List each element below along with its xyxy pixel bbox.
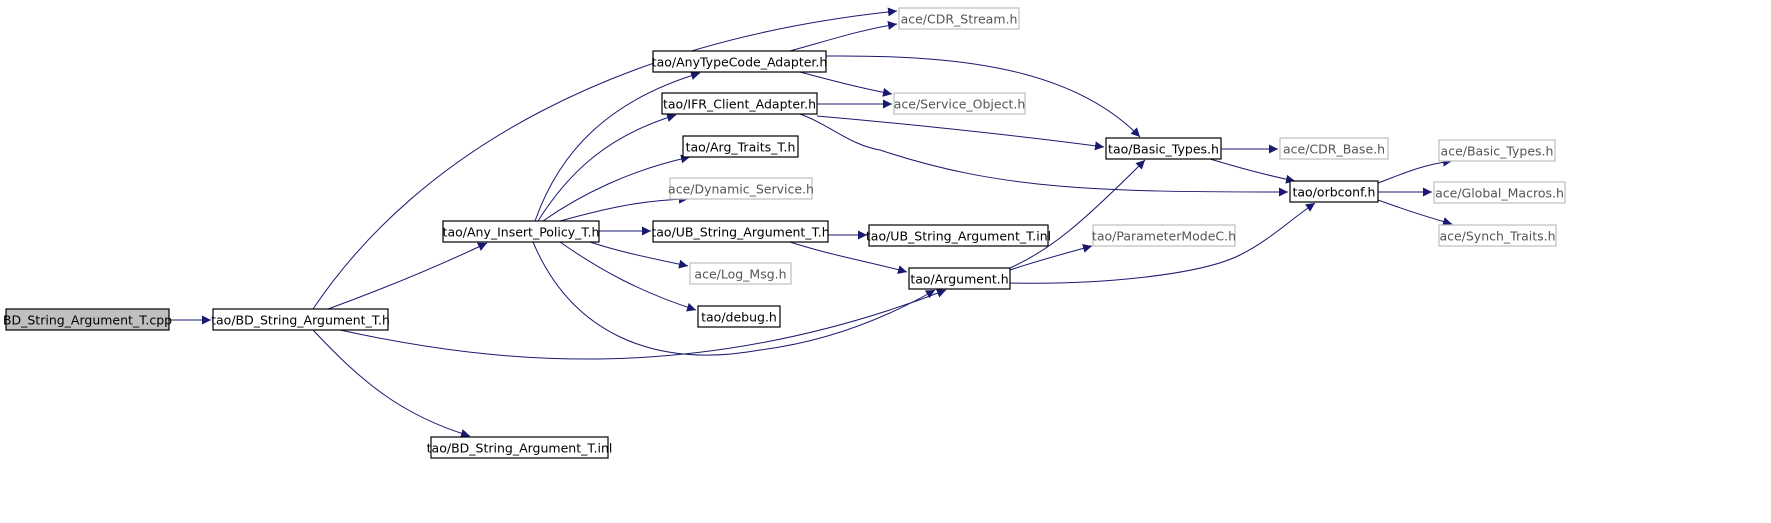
edge-ifr-to-orbconf: [799, 113, 1289, 197]
node-label: ace/CDR_Stream.h: [901, 12, 1018, 27]
edge-orbconf-to-synch_traits: [1377, 199, 1453, 226]
node-box: [1279, 137, 1389, 160]
edge-any_insert-to-anytypecode: [534, 71, 701, 222]
edge-argument-to-basic_types: [1009, 159, 1146, 269]
edge-bd_h-to-argument: [339, 289, 947, 360]
node-box: [669, 177, 813, 200]
edge-argument-to-orbconf: [1009, 202, 1316, 284]
node-arg-traits[interactable]: tao/Arg_Traits_T.h: [682, 135, 799, 158]
node-box: [868, 224, 1049, 247]
edge-any_insert-to-ifr: [537, 113, 677, 222]
node-label: tao/BD_String_Argument_T.h: [211, 313, 390, 328]
edges: [169, 7, 1453, 438]
node-box: [697, 305, 781, 328]
node-orbconf[interactable]: tao/orbconf.h: [1289, 180, 1379, 203]
edge-bd_h-to-any_insert: [327, 242, 488, 310]
edge-ub_h-to-argument: [789, 241, 908, 274]
node-any-insert[interactable]: tao/Any_Insert_Policy_T.h: [442, 220, 600, 243]
node-label: tao/AnyTypeCode_Adapter.h: [652, 55, 828, 70]
node-label: tao/IFR_Client_Adapter.h: [663, 97, 816, 112]
node-box: [1289, 180, 1379, 203]
node-box: [212, 308, 389, 331]
node-box: [1105, 137, 1222, 160]
edge-bd_h-to-bd_inl: [312, 329, 471, 438]
node-box: [1438, 224, 1557, 247]
node-label: tao/orbconf.h: [1293, 185, 1376, 200]
node-label: tao/debug.h: [701, 310, 777, 325]
node-box: [1092, 224, 1236, 247]
node-ace-basic: ace/Basic_Types.h: [1438, 139, 1556, 162]
node-label: tao/Arg_Traits_T.h: [686, 140, 796, 155]
node-box: [1438, 139, 1556, 162]
node-label: tao/UB_String_Argument_T.inl: [866, 229, 1051, 244]
node-service-obj: ace/Service_Object.h: [893, 92, 1026, 115]
node-ub-h[interactable]: tao/UB_String_Argument_T.h: [651, 220, 830, 243]
node-label: ace/Service_Object.h: [894, 97, 1026, 112]
node-box: [682, 135, 799, 158]
node-label: ace/CDR_Base.h: [1283, 142, 1385, 157]
edge-anytypecode-to-cdr_stream: [789, 20, 898, 52]
node-label: ace/Dynamic_Service.h: [668, 182, 814, 197]
node-box: [898, 7, 1020, 30]
node-anytypecode[interactable]: tao/AnyTypeCode_Adapter.h: [652, 50, 828, 73]
node-label: ace/Log_Msg.h: [694, 267, 786, 282]
node-dyn-service: ace/Dynamic_Service.h: [668, 177, 814, 200]
edge-any_insert-to-arg_traits: [542, 154, 691, 222]
node-box: [652, 220, 829, 243]
node-label: ace/Global_Macros.h: [1435, 186, 1564, 201]
edge-basic_types-to-orbconf: [1209, 158, 1296, 184]
node-log-msg: ace/Log_Msg.h: [689, 262, 792, 285]
node-box: [442, 220, 600, 243]
node-label: ace/Basic_Types.h: [1441, 144, 1554, 159]
edge-argument-to-param_mode: [1009, 244, 1093, 271]
edge-any_insert-to-argument: [532, 241, 936, 356]
node-label: tao/Argument.h: [910, 272, 1008, 287]
edge-anytypecode-to-service_obj: [799, 71, 893, 97]
node-box: [908, 267, 1011, 290]
node-box: [893, 92, 1026, 115]
node-box: [1433, 181, 1566, 204]
node-box: [661, 92, 818, 115]
node-argument[interactable]: tao/Argument.h: [908, 267, 1011, 290]
node-global-macros: ace/Global_Macros.h: [1433, 181, 1566, 204]
edge-bd_h-to-cdr_stream: [312, 7, 898, 310]
node-synch-traits: ace/Synch_Traits.h: [1438, 224, 1557, 247]
node-label: BD_String_Argument_T.cpp: [3, 313, 172, 328]
edge-any_insert-to-debug: [559, 241, 697, 312]
node-bd-cpp[interactable]: BD_String_Argument_T.cpp: [3, 308, 172, 331]
node-label: tao/ParameterModeC.h: [1092, 229, 1236, 244]
node-ifr[interactable]: tao/IFR_Client_Adapter.h: [661, 92, 818, 115]
node-box: [430, 436, 609, 459]
node-bd-h[interactable]: tao/BD_String_Argument_T.h: [211, 308, 390, 331]
node-cdr-base: ace/CDR_Base.h: [1279, 137, 1389, 160]
node-box: [5, 308, 170, 331]
node-label: tao/BD_String_Argument_T.inl: [427, 441, 613, 456]
edge-orbconf-to-ace_basic: [1377, 157, 1453, 184]
node-bd-inl[interactable]: tao/BD_String_Argument_T.inl: [427, 436, 613, 459]
edge-any_insert-to-log_msg: [589, 241, 689, 269]
node-cdr-stream: ace/CDR_Stream.h: [898, 7, 1020, 30]
node-label: tao/UB_String_Argument_T.h: [651, 225, 829, 240]
node-param-mode: tao/ParameterModeC.h: [1092, 224, 1236, 247]
node-ub-inl[interactable]: tao/UB_String_Argument_T.inl: [866, 224, 1051, 247]
nodes: BD_String_Argument_T.cpp tao/BD_String_Ar…: [3, 7, 1566, 459]
edge-ifr-to-basic_types: [816, 115, 1105, 151]
node-basic-types[interactable]: tao/Basic_Types.h: [1105, 137, 1222, 160]
node-label: tao/Basic_Types.h: [1108, 142, 1219, 157]
node-box: [689, 262, 792, 285]
edge-anytypecode-to-basic_types: [824, 55, 1141, 138]
node-debug[interactable]: tao/debug.h: [697, 305, 781, 328]
edge-any_insert-to-dyn_service: [559, 194, 689, 222]
node-label: tao/Any_Insert_Policy_T.h: [443, 225, 600, 240]
node-label: ace/Synch_Traits.h: [1439, 229, 1555, 244]
node-box: [652, 50, 827, 73]
